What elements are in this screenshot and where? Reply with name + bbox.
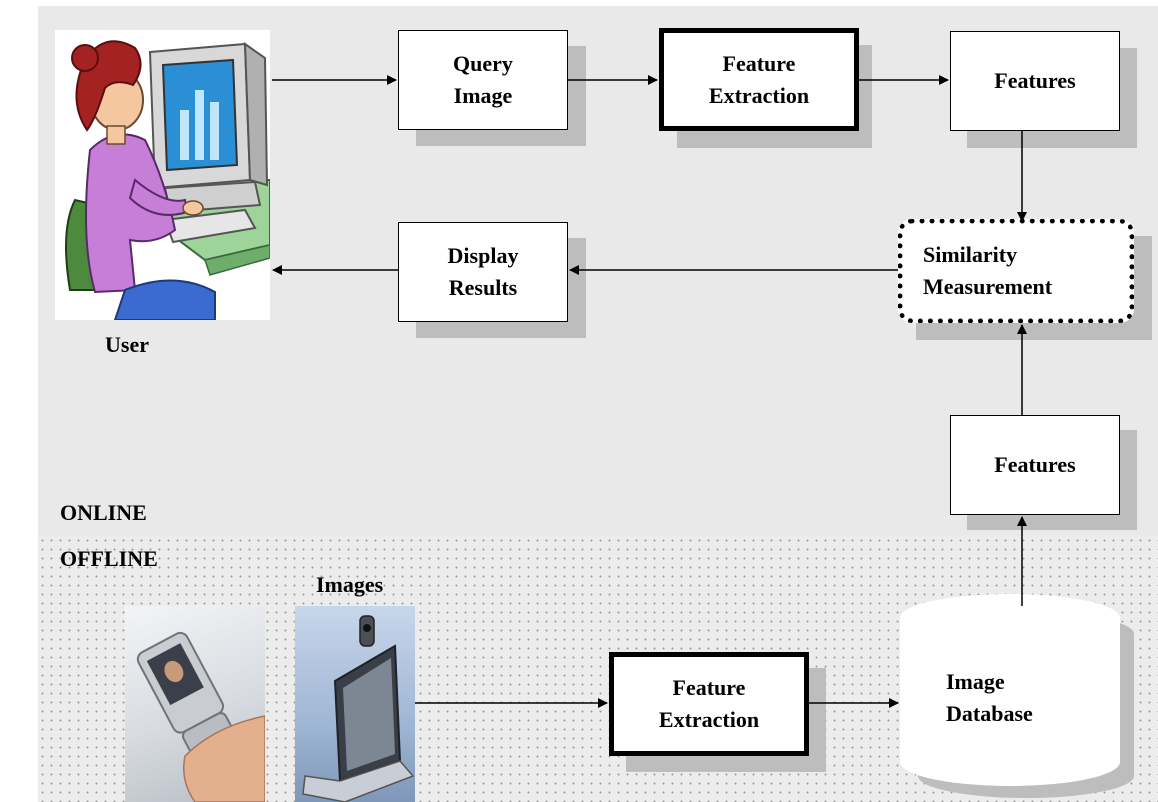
display-results-box: Display Results — [398, 222, 568, 322]
user-illustration — [55, 30, 270, 320]
features-db-box: Features — [950, 415, 1120, 515]
image-database-label: Image Database — [946, 669, 1033, 726]
similarity-measurement-box: Similarity Measurement — [898, 219, 1134, 323]
feature-extraction-offline-box: Feature Extraction — [609, 652, 809, 756]
features-online-box: Features — [950, 31, 1120, 131]
query-image-box: Query Image — [398, 30, 568, 130]
laptop-webcam-icon — [302, 615, 415, 802]
online-label: ONLINE — [60, 500, 147, 525]
user-label: User — [105, 332, 149, 357]
user-at-computer-icon — [65, 40, 270, 320]
feature-extraction-online-box: Feature Extraction — [659, 28, 859, 131]
mobile-phone-icon — [136, 631, 265, 802]
phone-photo — [125, 606, 265, 802]
images-label: Images — [316, 572, 384, 597]
laptop-photo — [295, 606, 415, 802]
offline-label: OFFLINE — [60, 546, 158, 571]
